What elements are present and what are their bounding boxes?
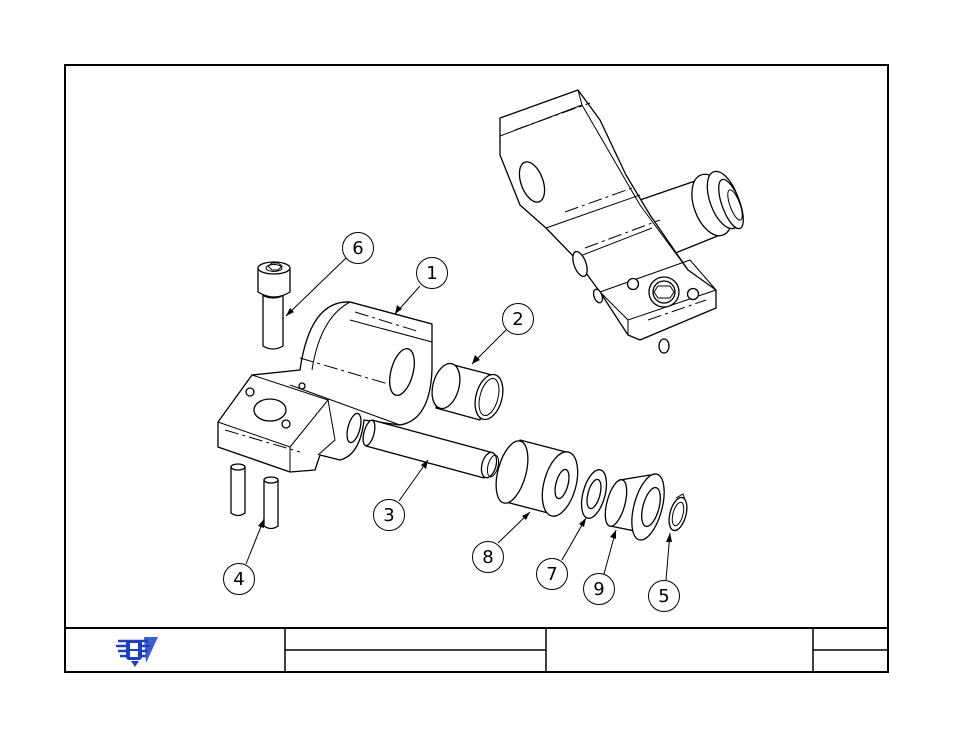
callout-8-label: 8 — [482, 547, 493, 568]
callout-7-label: 7 — [546, 564, 557, 585]
callout-1: 1 — [395, 258, 448, 315]
part-2-bushing — [427, 360, 507, 422]
part-8-roller — [490, 437, 584, 520]
callout-6: 6 — [286, 233, 374, 317]
callout-5-label: 5 — [658, 586, 669, 607]
callout-3-label: 3 — [383, 505, 394, 526]
callout-9-label: 9 — [593, 579, 604, 600]
callout-7: 7 — [537, 518, 587, 590]
callout-4: 4 — [224, 519, 265, 595]
callout-9: 9 — [584, 530, 617, 605]
part-3-shaft — [361, 419, 501, 479]
callout-2: 2 — [472, 304, 534, 365]
drawing-frame — [65, 65, 888, 672]
callout-1-label: 1 — [426, 263, 437, 284]
part-9-flanged-spacer — [601, 471, 670, 544]
callout-5: 5 — [649, 533, 680, 612]
callout-3: 3 — [374, 460, 429, 531]
part-6-cap-screw — [258, 262, 290, 349]
company-logo-icon — [116, 637, 158, 667]
part-5-retaining-ring — [666, 494, 690, 532]
assembled-view — [500, 90, 748, 353]
callout-6-label: 6 — [352, 238, 363, 259]
title-block — [65, 628, 888, 672]
part-4-dowel-pins — [231, 464, 278, 529]
callout-8: 8 — [473, 512, 531, 573]
callout-2-label: 2 — [512, 309, 523, 330]
callout-4-label: 4 — [233, 569, 244, 590]
